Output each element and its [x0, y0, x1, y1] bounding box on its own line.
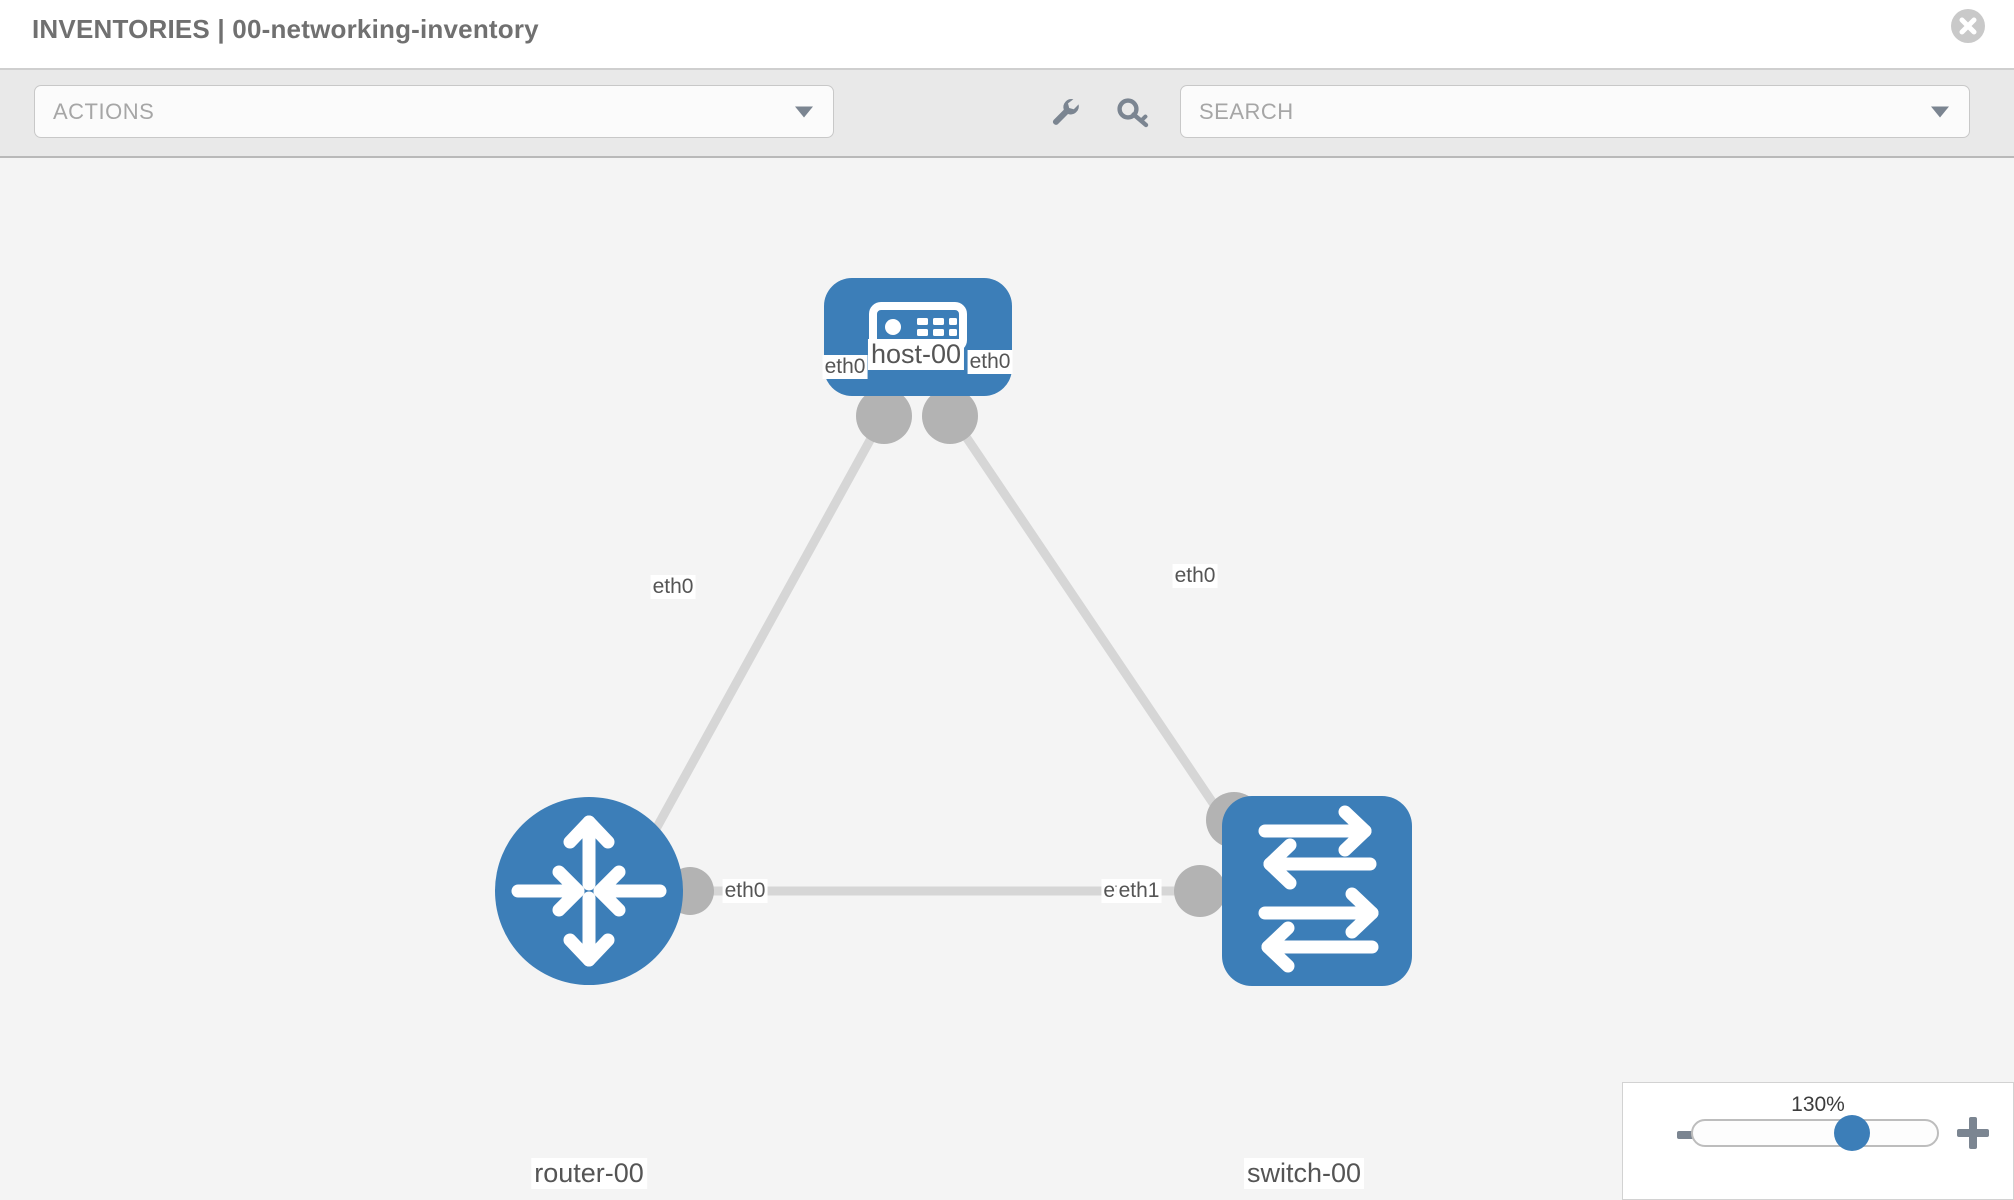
edge-label-switch-up: eth0 [1172, 564, 1218, 588]
edge-label-host-right: eth0 [967, 350, 1013, 374]
page-header: INVENTORIES | 00-networking-inventory [0, 0, 2014, 68]
endpoint-host-right [922, 388, 978, 444]
page-title: INVENTORIES | 00-networking-inventory [32, 14, 539, 44]
actions-dropdown-label: ACTIONS [53, 98, 155, 124]
search-input[interactable]: SEARCH [1180, 85, 1970, 138]
endpoint-switch-left [1174, 865, 1226, 917]
edge-host-router [635, 408, 890, 863]
node-label-host-00: host-00 [867, 339, 965, 370]
toolbar: ACTIONS SEARCH [0, 68, 2014, 158]
node-switch-00[interactable] [1222, 796, 1412, 986]
node-label-switch-00: switch-00 [1243, 1158, 1365, 1189]
actions-dropdown[interactable]: ACTIONS [34, 85, 834, 138]
chevron-down-icon [1931, 106, 1949, 117]
zoom-slider-thumb[interactable] [1833, 1115, 1870, 1151]
topology-canvas[interactable]: eth0 eth0 host-00 eth0 eth0 eth0 eth eth… [0, 158, 2014, 1200]
chevron-down-icon [795, 106, 813, 117]
switch-arrows-icon [1258, 805, 1379, 973]
edge-label-router-up: eth0 [650, 575, 696, 599]
edge-label-switch-left-b: eth1 [1116, 879, 1162, 903]
zoom-slider[interactable] [1691, 1115, 1939, 1151]
endpoint-host-left [856, 388, 912, 444]
zoom-control-panel: 130% [1622, 1082, 2014, 1200]
search-placeholder: SEARCH [1199, 98, 1294, 124]
key-icon[interactable] [1115, 94, 1151, 130]
topology-graph [495, 278, 1412, 986]
router-arrows-icon [511, 815, 667, 967]
zoom-in-button[interactable] [1957, 1117, 1989, 1149]
zoom-level-label: 130% [1791, 1093, 1845, 1116]
node-router-00[interactable] [495, 797, 683, 985]
close-icon[interactable] [1950, 8, 1986, 44]
edge-host-switch [945, 408, 1255, 863]
edge-label-host-left: eth0 [822, 355, 868, 379]
edge-label-router-right: eth0 [722, 879, 768, 903]
node-label-router-00: router-00 [531, 1158, 647, 1189]
wrench-icon[interactable] [1048, 94, 1084, 130]
